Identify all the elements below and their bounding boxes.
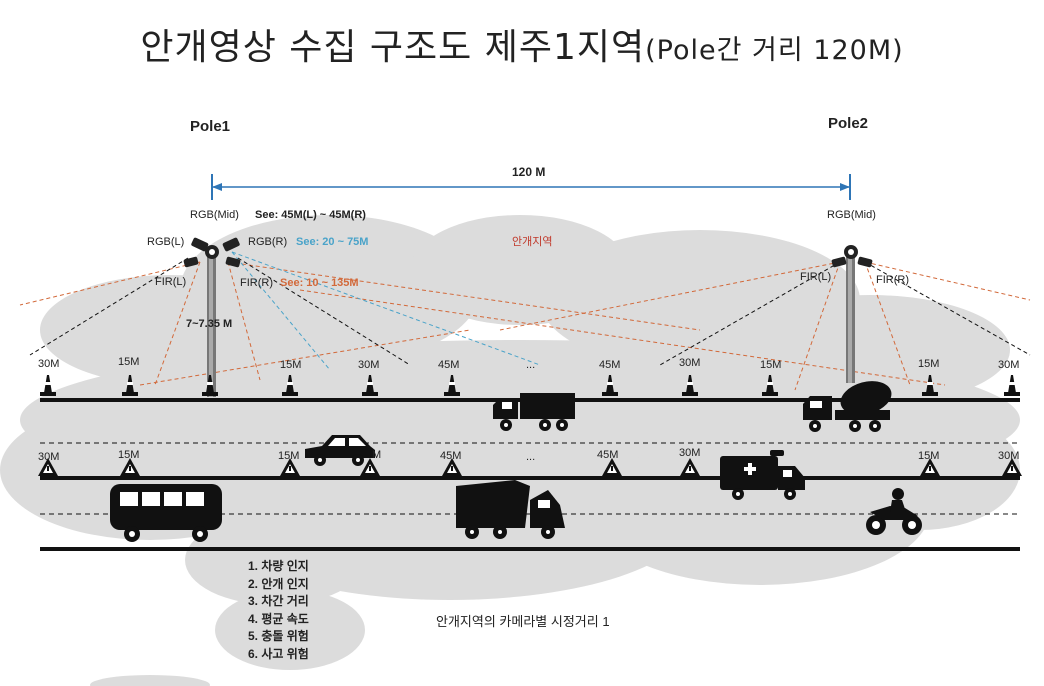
rgb-mid-rays (29, 257, 1031, 366)
function-list: 1. 차량 인지 2. 안개 인지 3. 차간 거리 4. 평균 속도 5. 충… (248, 558, 309, 663)
camera-icon (831, 245, 873, 268)
title-sub: (Pole간 거리 120M) (645, 35, 904, 66)
warning-triangle-icon (680, 458, 700, 476)
title-main: 안개영상 수집 구조도 제주1지역 (140, 27, 646, 68)
marker-label: 15M (918, 358, 940, 370)
marker-label: 30M (998, 359, 1020, 371)
marker-label: 30M (679, 447, 701, 459)
marker-label: M (372, 449, 382, 461)
pole-1-fir-l-label: FIR(L) (155, 276, 187, 288)
page-title: 안개영상 수집 구조도 제주1지역(Pole간 거리 120M) (0, 18, 1044, 70)
warning-triangle-icon (120, 458, 140, 476)
traffic-cone-icon (762, 375, 778, 396)
function-item: 4. 평균 속도 (248, 611, 309, 626)
function-item: 5. 충돌 위험 (248, 629, 309, 643)
motorcycle-icon (866, 488, 922, 535)
car-icon (305, 435, 375, 466)
distance-label: 120 M (512, 165, 546, 179)
fog-zone-label: 안개지역 (512, 236, 553, 248)
pole-2-rgb-mid-label: RGB(Mid) (827, 209, 876, 221)
marker-label: 15M (278, 450, 300, 462)
warning-triangle-icon (1002, 458, 1022, 476)
marker-label: 15M (918, 450, 940, 462)
pole-1-height-label: 7~7.35 M (186, 318, 233, 330)
pole-1-fir-r-label: FIR(R) (240, 277, 273, 289)
warning-triangle-icon (38, 458, 58, 476)
rgb-mid-range-label: See: 45M(L) ~ 45M(R) (255, 209, 366, 221)
camera-icon (183, 237, 241, 268)
dump-truck-icon (456, 480, 565, 539)
warning-triangle-icon (360, 458, 380, 476)
pole-1-rgb-mid-label: RGB(Mid) (190, 209, 239, 221)
marker-label: ... (526, 359, 536, 371)
truck-icon (493, 393, 575, 431)
traffic-cone-icon (682, 375, 698, 396)
marker-label: 30M (358, 359, 380, 371)
traffic-cone-icon (122, 375, 138, 396)
traffic-cone-icon (362, 375, 378, 396)
fir-range-label: See: 10 ~ 135M (280, 277, 359, 289)
marker-label: 30M (998, 450, 1020, 462)
marker-label: 30M (38, 358, 60, 370)
function-item: 3. 차간 거리 (248, 594, 309, 608)
traffic-cone-icon (602, 375, 618, 396)
pole-1-rgb-r-label: RGB(R) (248, 236, 288, 248)
rgb-side-range-label: See: 20 ~ 75M (296, 236, 369, 248)
cones-row-1 (40, 375, 1020, 396)
bus-icon (110, 484, 222, 542)
function-item: 2. 안개 인지 (248, 576, 309, 591)
warning-triangle-icon (280, 458, 300, 476)
pole-2-fir-r-label: FIR(R) (876, 274, 909, 286)
marker-label: 15M (118, 356, 140, 368)
function-item: 1. 차량 인지 (248, 559, 309, 573)
marker-label: 45M (599, 359, 621, 371)
rgb-side-rays (231, 251, 541, 371)
pole-2 (831, 245, 873, 383)
marker-label: 45M (597, 449, 619, 461)
cones-row-2 (38, 458, 1022, 476)
fir-rays (19, 261, 1031, 391)
pole-1-name: Pole1 (190, 118, 231, 135)
marker-label: 15M (280, 359, 302, 371)
traffic-cone-icon (40, 375, 56, 396)
ambulance-icon (720, 450, 805, 500)
traffic-cone-icon (444, 375, 460, 396)
marker-label: ... (526, 451, 536, 463)
warning-triangle-icon (602, 458, 622, 476)
mixer-truck-icon (803, 381, 892, 432)
marker-label: 30M (679, 357, 701, 369)
warning-triangle-icon (442, 458, 462, 476)
marker-label: 45M (438, 359, 460, 371)
marker-label: 15M (118, 449, 140, 461)
marker-label: 30M (38, 451, 60, 463)
traffic-cone-icon (282, 375, 298, 396)
warning-triangle-icon (920, 458, 940, 476)
caption: 안개지역의 카메라별 시정거리 1 (436, 614, 610, 629)
distance-measure (211, 174, 851, 200)
traffic-cone-icon (1004, 375, 1020, 396)
function-item: 6. 사고 위험 (248, 646, 309, 661)
marker-label: 45M (440, 450, 462, 462)
pole-2-name: Pole2 (828, 115, 869, 132)
pole-2-fir-l-label: FIR(L) (800, 271, 832, 283)
traffic-cone-icon (202, 375, 218, 396)
pole-1-rgb-l-label: RGB(L) (147, 236, 185, 248)
marker-label: 15M (760, 359, 782, 371)
traffic-cone-icon (922, 375, 938, 396)
pole-1 (183, 237, 241, 397)
